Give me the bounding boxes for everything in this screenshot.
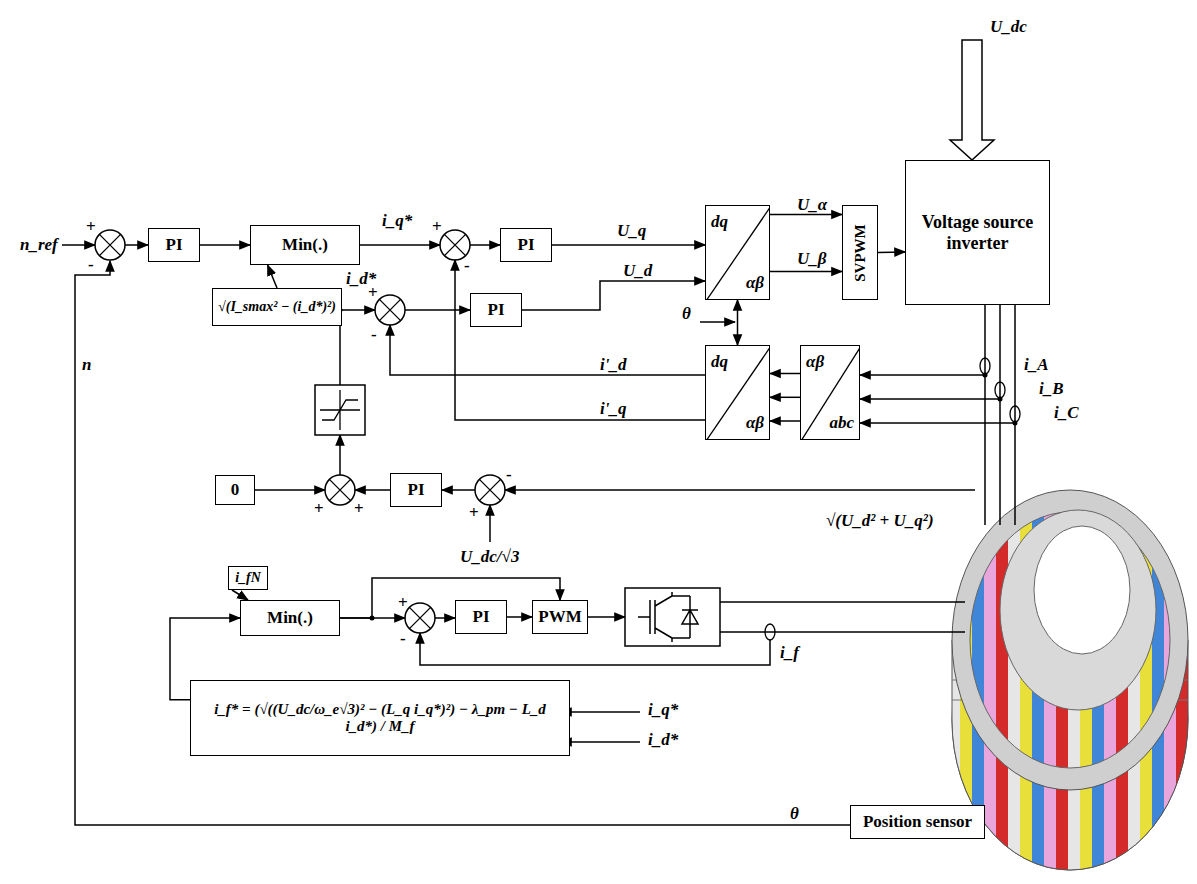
signal-name: U_α — [796, 196, 828, 213]
dc-supply-arrow — [950, 40, 994, 160]
park-transform: dq αβ — [705, 345, 770, 440]
inverter-box: Voltage source inverter — [905, 160, 1050, 305]
pi-controller: PI — [470, 293, 522, 327]
signal-name: i'_q — [600, 400, 626, 417]
field-current-formula: i_f* = (√((U_dc/ω_e√3)² − (L_q i_q*)²) −… — [190, 680, 570, 756]
block-text: dq — [711, 352, 728, 372]
pi-controller: PI — [390, 473, 442, 507]
igbt-symbol — [625, 588, 720, 646]
pi-controller: PI — [148, 228, 200, 262]
sign-mark: + — [314, 500, 324, 517]
block-text: i_fN — [235, 570, 261, 586]
signal-connector — [878, 251, 905, 253]
block-text: dq — [711, 212, 728, 232]
signal-name: U_dc/√3 — [460, 548, 519, 565]
signal-name: i_A — [1024, 356, 1049, 373]
signal-name: U_d — [622, 262, 653, 279]
position-sensor: Position sensor — [850, 805, 985, 839]
signal-name: i_B — [1039, 380, 1064, 397]
pi-controller: PI — [500, 228, 552, 262]
signal-name: θ — [790, 805, 799, 822]
sign-mark: + — [432, 218, 442, 235]
block-text: √(I_smax² − (i_d*)²) — [218, 299, 336, 315]
signal-name: i_f — [780, 644, 799, 661]
block-text: αβ — [806, 352, 824, 372]
sign-mark: + — [368, 284, 378, 301]
block-text: i_f* = (√((U_dc/ω_e√3)² − (L_q i_q*)²) −… — [191, 697, 569, 739]
block-text: SVPWM — [852, 224, 869, 282]
signal-connector — [522, 281, 705, 310]
signal-name: U_dc — [990, 18, 1027, 35]
field-current-limit: i_fN — [228, 566, 268, 590]
block-text: Position sensor — [863, 812, 972, 832]
signal-connector — [507, 616, 532, 618]
park-transform: dq αβ — [705, 205, 770, 300]
block-text: αβ — [746, 273, 764, 293]
signal-name: i'_d — [600, 356, 626, 373]
signal-connector — [200, 244, 250, 246]
signal-lines — [62, 245, 1015, 825]
block-text: PI — [488, 300, 505, 320]
block-text: Min(.) — [282, 235, 328, 255]
block-text: PI — [518, 235, 535, 255]
sign-mark: - — [400, 630, 406, 647]
signal-connector — [552, 244, 705, 246]
signal-name: U_q — [616, 222, 647, 239]
sign-mark: - — [88, 256, 94, 273]
block-text: PI — [408, 480, 425, 500]
sign-mark: + — [469, 504, 479, 521]
block-text: Voltage source inverter — [906, 212, 1049, 254]
sign-mark: - — [371, 326, 377, 343]
block-text: PI — [473, 607, 490, 627]
block-text: PI — [166, 235, 183, 255]
min-block: Min(.) — [250, 225, 360, 265]
block-text: abc — [829, 413, 854, 433]
signal-name: √(U_d² + U_q²) — [826, 512, 934, 529]
signal-connector — [770, 271, 842, 273]
sign-mark: + — [398, 594, 408, 611]
min-block: Min(.) — [240, 600, 340, 636]
block-text: αβ — [746, 413, 764, 433]
signal-connector — [770, 214, 842, 216]
zero-reference: 0 — [215, 475, 255, 505]
signal-name: i_C — [1054, 404, 1079, 421]
signal-connector — [770, 420, 800, 422]
signal-connector — [770, 373, 800, 375]
sign-mark: + — [86, 218, 96, 235]
sign-mark: - — [464, 257, 470, 274]
sign-mark: + — [354, 500, 364, 517]
svpwm-block: SVPWM — [842, 205, 878, 300]
block-text: Min(.) — [267, 608, 313, 628]
signal-name: U_β — [796, 250, 827, 267]
clarke-transform: αβ abc — [800, 345, 860, 440]
signal-name: i_q* — [382, 212, 412, 229]
signal-connector — [232, 590, 248, 600]
signal-name: n_ref — [20, 236, 58, 253]
summing-junctions — [95, 230, 505, 633]
limit-formula: √(I_smax² − (i_d*)²) — [212, 288, 342, 326]
signal-name: θ — [682, 305, 691, 322]
signal-name: i_d* — [648, 731, 678, 748]
sign-mark: - — [506, 466, 512, 483]
block-text: PWM — [538, 607, 581, 627]
pi-controller: PI — [455, 600, 507, 634]
signal-connector — [737, 300, 739, 345]
signal-name: n — [82, 356, 91, 373]
signal-connector — [340, 578, 560, 618]
signal-name: i_q* — [648, 701, 678, 718]
pwm-block: PWM — [532, 600, 588, 634]
motor-illustration — [952, 490, 1188, 870]
block-text: 0 — [231, 480, 240, 500]
signal-connector — [268, 265, 277, 288]
limiter-block — [315, 385, 365, 435]
signal-connector — [770, 397, 800, 399]
